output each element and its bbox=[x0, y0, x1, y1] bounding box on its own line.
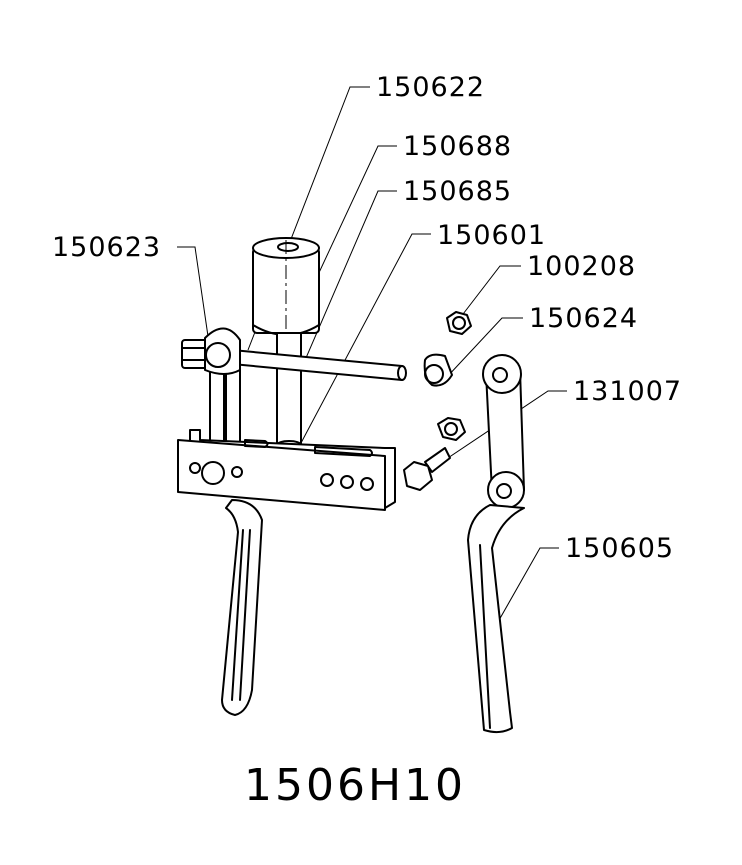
drawing-title: 1506H10 bbox=[244, 760, 467, 811]
clamp-nut bbox=[181, 327, 241, 375]
callout-100208: 100208 bbox=[527, 251, 637, 282]
left-lever bbox=[221, 499, 263, 716]
screw-131007 bbox=[403, 447, 451, 491]
callout-150623: 150623 bbox=[52, 232, 162, 263]
hex-nut-100208 bbox=[446, 311, 472, 335]
callout-150601: 150601 bbox=[437, 220, 547, 251]
callout-150688: 150688 bbox=[403, 131, 513, 162]
cylinder-part bbox=[252, 237, 320, 340]
hex-nut-lower bbox=[437, 417, 466, 441]
callout-150605: 150605 bbox=[565, 533, 675, 564]
callout-150622: 150622 bbox=[376, 72, 486, 103]
callout-150685: 150685 bbox=[403, 176, 513, 207]
callout-150624: 150624 bbox=[529, 303, 639, 334]
right-lever bbox=[467, 354, 525, 734]
callout-131007: 131007 bbox=[573, 376, 683, 407]
shaft-part bbox=[276, 332, 302, 450]
vertical-posts bbox=[209, 364, 241, 446]
horizontal-rod bbox=[231, 349, 407, 381]
wing-nut-150624 bbox=[423, 353, 453, 387]
mounting-block bbox=[177, 429, 396, 511]
